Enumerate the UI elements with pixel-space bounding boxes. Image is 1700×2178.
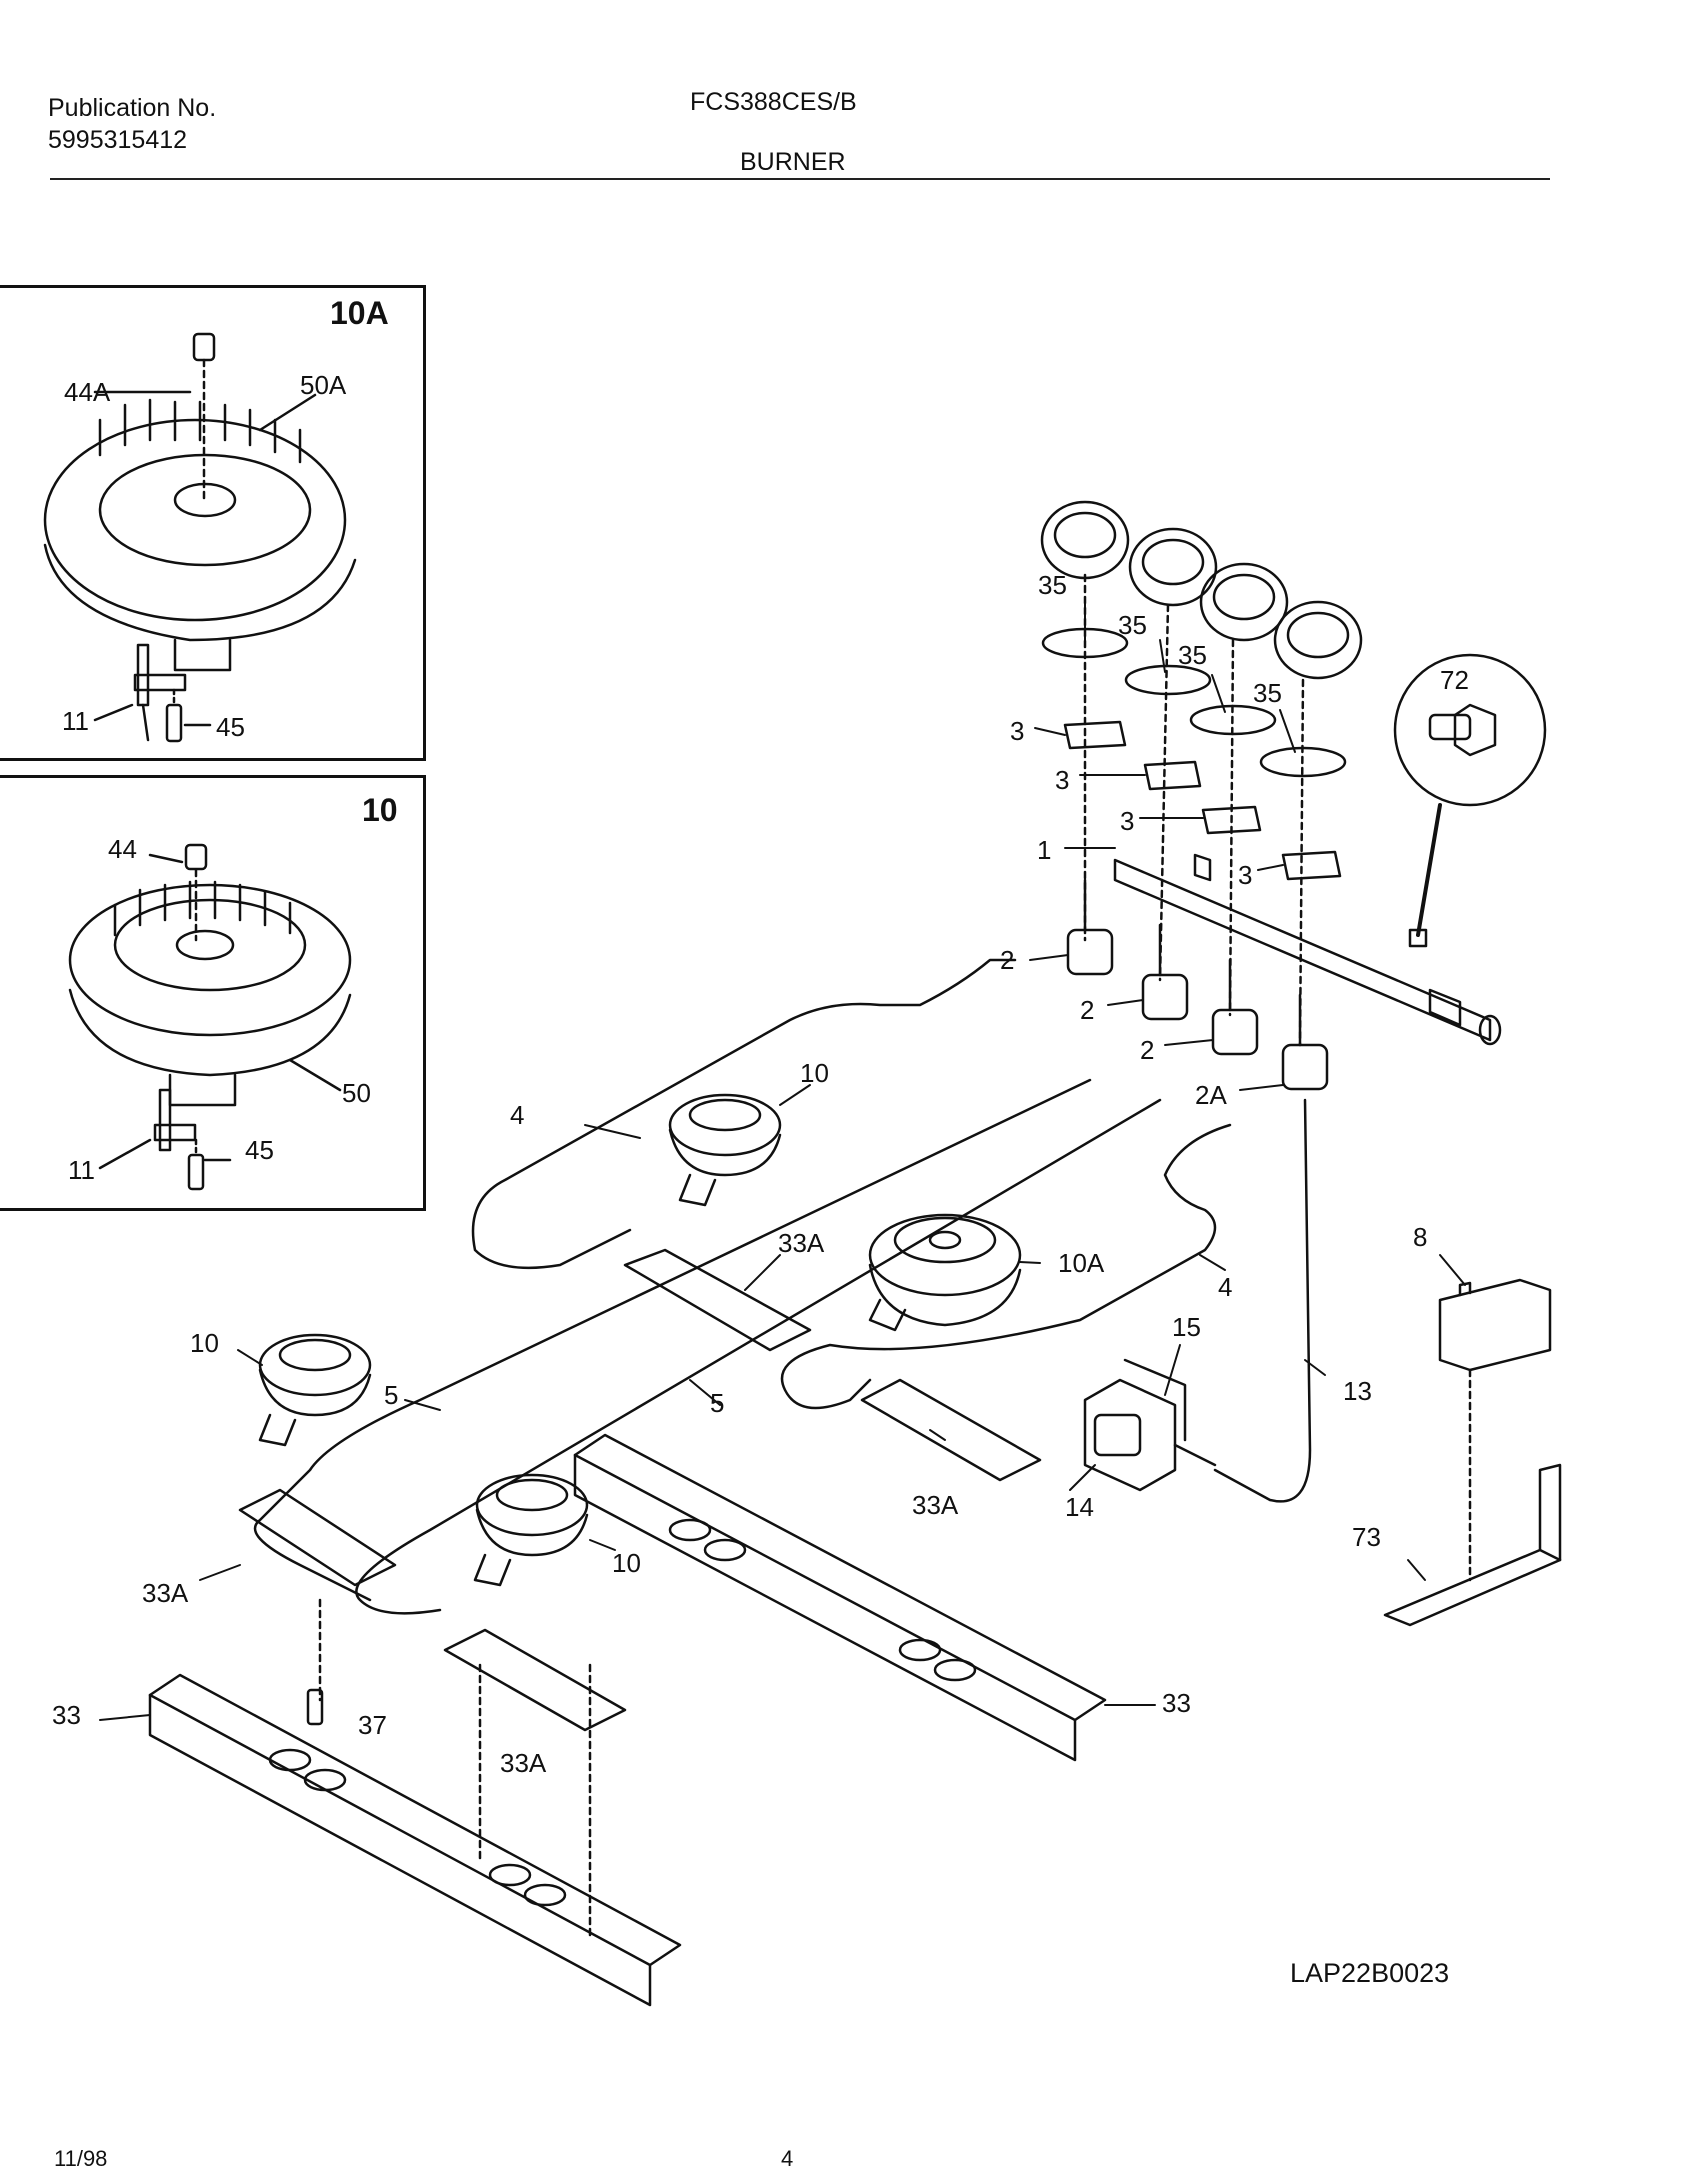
callout-4-left: 4 — [510, 1100, 525, 1130]
inset-10A-cap — [192, 332, 216, 502]
leader-50A — [258, 393, 317, 432]
tube-4-left — [471, 958, 1017, 1270]
burner-10-left — [258, 1333, 372, 1447]
inset-10-burner-base — [68, 880, 352, 1107]
rail-33-left — [148, 1673, 682, 2007]
tube-5-center — [355, 1098, 1162, 1615]
tube-13 — [1213, 1098, 1312, 1503]
callout-73: 73 — [1352, 1522, 1381, 1552]
callout-3-d: 3 — [1238, 860, 1253, 890]
callout-33A-center: 33A — [778, 1228, 825, 1258]
leader-50 — [288, 1058, 342, 1092]
callout-2A: 2A — [1195, 1080, 1227, 1110]
shield-33A-left — [238, 1488, 397, 1587]
screw-37 — [306, 1688, 324, 1726]
callout-37: 37 — [358, 1710, 387, 1740]
burner-10-front — [473, 1473, 589, 1587]
inset-10-title: 10 — [362, 792, 398, 828]
tube-4-right — [780, 1123, 1232, 1410]
callout-10A: 10A — [1058, 1248, 1105, 1278]
footer-date: 11/98 — [54, 2146, 108, 2171]
callout-4-right: 4 — [1218, 1272, 1233, 1302]
callout-11-bottom: 11 — [68, 1155, 95, 1185]
callout-33-left: 33 — [52, 1700, 81, 1730]
callout-35-b: 35 — [1118, 610, 1147, 640]
callout-14: 14 — [1065, 1492, 1094, 1522]
inset-10-electrode — [153, 1088, 197, 1152]
spark-module — [1438, 1278, 1552, 1582]
callout-44: 44 — [108, 834, 137, 864]
inset-10A-screw — [165, 688, 183, 743]
tube-5-left — [253, 1078, 1092, 1602]
diagram-code: LAP22B0023 — [1290, 1958, 1450, 1988]
callout-5-left: 5 — [384, 1380, 399, 1410]
knob-group — [1040, 500, 1363, 680]
callout-10-front: 10 — [612, 1548, 641, 1578]
burner-10A-center — [868, 1213, 1022, 1332]
callout-45-bottom: 45 — [245, 1135, 274, 1165]
callout-50: 50 — [342, 1078, 371, 1108]
callout-2-c: 2 — [1140, 1035, 1155, 1065]
callout-33A-right: 33A — [912, 1490, 959, 1520]
callout-1: 1 — [1037, 835, 1052, 865]
inset-10A-burner-base — [43, 398, 357, 672]
burner-10-center — [668, 1093, 782, 1207]
callout-15: 15 — [1172, 1312, 1201, 1342]
callout-33A-bottom: 33A — [500, 1748, 547, 1778]
callout-2-b: 2 — [1080, 995, 1095, 1025]
callout-13: 13 — [1343, 1376, 1372, 1406]
inset-10A — [0, 285, 426, 761]
model-number: FCS388CES/B — [690, 88, 857, 116]
bracket-group — [1063, 720, 1342, 881]
leader-44 — [148, 853, 184, 864]
callout-5-center: 5 — [710, 1388, 725, 1418]
callout-50A: 50A — [300, 370, 347, 400]
callout-33A-left: 33A — [142, 1578, 189, 1608]
callout-33-right: 33 — [1162, 1688, 1191, 1718]
callout-11-top: 11 — [62, 706, 89, 736]
callout-35-d: 35 — [1253, 678, 1282, 708]
bracket-73 — [1383, 1463, 1562, 1627]
footer-page: 4 — [781, 2146, 794, 2171]
callout-3-a: 3 — [1010, 716, 1025, 746]
inset-10A-title: 10A — [330, 295, 389, 331]
header-rule — [50, 178, 1550, 180]
callout-10-center: 10 — [800, 1058, 829, 1088]
leader-11-bottom — [98, 1138, 152, 1170]
callout-44A: 44A — [64, 377, 111, 407]
publication-number: 5995315412 — [48, 126, 188, 154]
regulator — [1083, 1358, 1217, 1492]
leader-lines — [99, 599, 1466, 1721]
shield-33A-center — [623, 1248, 812, 1352]
callout-35-c: 35 — [1178, 640, 1207, 670]
inset-10-cap — [184, 843, 208, 942]
publication-label: Publication No. — [48, 94, 217, 122]
callout-8: 8 — [1413, 1222, 1428, 1252]
shield-33A-right — [860, 1378, 1042, 1482]
detail-72 — [1393, 653, 1547, 948]
section-title: BURNER — [740, 148, 846, 176]
leader-11-top — [93, 703, 134, 722]
callout-3-b: 3 — [1055, 765, 1070, 795]
callout-3-c: 3 — [1120, 806, 1135, 836]
valve-group — [1066, 878, 1329, 1091]
callout-45-top: 45 — [216, 712, 245, 742]
callout-35-a: 35 — [1038, 570, 1067, 600]
callout-72: 72 — [1440, 665, 1469, 695]
manifold-pipe — [1113, 853, 1502, 1046]
shield-33A-bottom — [443, 1628, 627, 1732]
shield-axes — [318, 1598, 592, 1942]
callout-2-a: 2 — [1000, 945, 1015, 975]
rail-33-right — [573, 1433, 1107, 1762]
callout-10-left: 10 — [190, 1328, 219, 1358]
inset-10A-electrode — [133, 643, 187, 742]
inset-10-screw — [187, 1138, 205, 1191]
